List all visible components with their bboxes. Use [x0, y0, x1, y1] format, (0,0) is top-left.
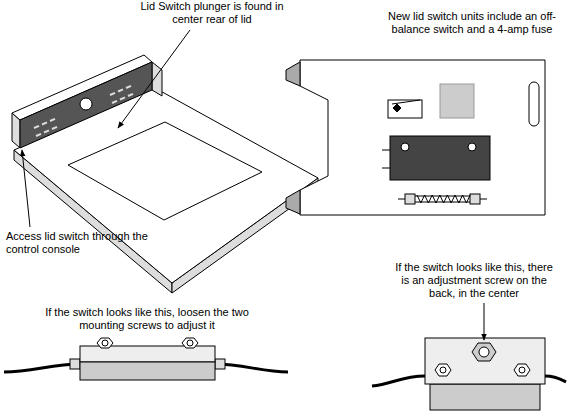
lid-switch-adjust-type: [372, 338, 566, 410]
leader-line: [118, 30, 190, 128]
switch-board: [286, 60, 545, 215]
lid-switch-screws-type: [4, 338, 288, 380]
new-switch-note: New lid switch units include an off-bala…: [388, 10, 556, 36]
leader-line: [484, 303, 485, 340]
access-note: Access lid switch through the control co…: [6, 230, 156, 256]
console-buttons: [34, 86, 133, 136]
adjust-screw-note: If the switch looks like this, there is …: [390, 261, 558, 300]
mounting-screws-note: If the switch looks like this, loosen th…: [22, 306, 272, 332]
washer-top: [12, 55, 318, 293]
plunger-note: Lid Switch plunger is found in center re…: [137, 0, 287, 26]
leader-line: [22, 150, 30, 227]
